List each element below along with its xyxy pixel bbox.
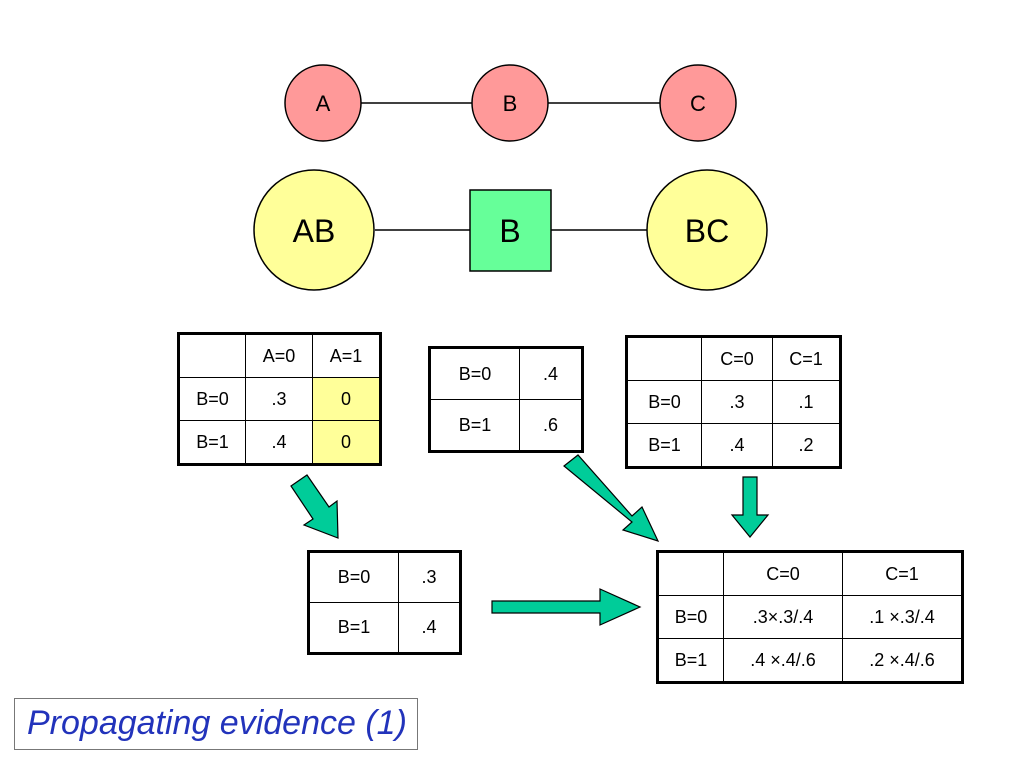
table-b-separator-row-label: B=1 <box>429 399 520 452</box>
node-b[interactable] <box>471 64 549 142</box>
table-bc-new-cell: .3×.3/.4 <box>723 595 843 639</box>
table-b-new: B=0 .3 B=1 .4 <box>307 550 462 655</box>
table-bc-cell: .2 <box>772 423 841 468</box>
table-bc-row-label: B=1 <box>626 423 702 468</box>
table-bc-corner <box>626 336 702 381</box>
table-b-separator-cell: .4 <box>519 347 583 400</box>
table-b-separator-cell: .6 <box>519 399 583 452</box>
node-a[interactable] <box>284 64 362 142</box>
node-c[interactable] <box>659 64 737 142</box>
arrow-sep-to-bc-new <box>563 454 660 542</box>
table-bc-new-corner <box>657 551 724 596</box>
table-bc-cell: .4 <box>701 423 773 468</box>
table-bc-new-header: C=0 <box>723 551 843 596</box>
clique-ab[interactable] <box>253 169 375 291</box>
table-b-separator: B=0 .4 B=1 .6 <box>428 346 584 453</box>
table-ab-cell: .3 <box>245 377 313 421</box>
table-bc-header: C=1 <box>772 336 841 381</box>
arrow-b-new-to-bc-new <box>491 588 642 626</box>
separator-b[interactable] <box>469 189 552 272</box>
node-a-label: A <box>316 91 331 116</box>
table-ab-row-label: B=1 <box>178 420 246 465</box>
table-bc-cell: .3 <box>701 380 773 424</box>
table-ab-row-label: B=0 <box>178 377 246 421</box>
table-b-separator-row-label: B=0 <box>429 347 520 400</box>
table-bc-cell: .1 <box>772 380 841 424</box>
table-b-new-row-label: B=1 <box>308 602 399 654</box>
table-ab-cell-highlighted: 0 <box>312 377 381 421</box>
table-ab-header: A=0 <box>245 333 313 378</box>
table-bc-new-header: C=1 <box>842 551 963 596</box>
table-bc-new-row-label: B=0 <box>657 595 724 639</box>
table-bc-header: C=0 <box>701 336 773 381</box>
table-bc-new-row-label: B=1 <box>657 638 724 683</box>
clique-bc-label: BC <box>685 213 729 249</box>
node-c-label: C <box>690 91 706 116</box>
arrow-bc-to-bc-new <box>730 476 770 538</box>
node-b-label: B <box>503 91 518 116</box>
table-ab-header: A=1 <box>312 333 381 378</box>
table-bc-new-cell: .2 ×.4/.6 <box>842 638 963 683</box>
table-bc-row-label: B=0 <box>626 380 702 424</box>
table-ab: A=0 A=1 B=0 .3 0 B=1 .4 0 <box>177 332 382 466</box>
slide-title: Propagating evidence (1) <box>14 698 418 750</box>
table-ab-corner <box>178 333 246 378</box>
table-ab-cell-highlighted: 0 <box>312 420 381 465</box>
table-bc-new-cell: .1 ×.3/.4 <box>842 595 963 639</box>
arrow-ab-to-b-new <box>290 474 339 539</box>
separator-b-label: B <box>499 213 520 249</box>
table-bc: C=0 C=1 B=0 .3 .1 B=1 .4 .2 <box>625 335 842 469</box>
table-ab-cell: .4 <box>245 420 313 465</box>
table-b-new-cell: .3 <box>398 551 461 603</box>
table-bc-new-cell: .4 ×.4/.6 <box>723 638 843 683</box>
clique-bc[interactable] <box>646 169 768 291</box>
table-b-new-cell: .4 <box>398 602 461 654</box>
table-bc-new: C=0 C=1 B=0 .3×.3/.4 .1 ×.3/.4 B=1 .4 ×.… <box>656 550 964 684</box>
clique-ab-label: AB <box>293 213 336 249</box>
table-b-new-row-label: B=0 <box>308 551 399 603</box>
